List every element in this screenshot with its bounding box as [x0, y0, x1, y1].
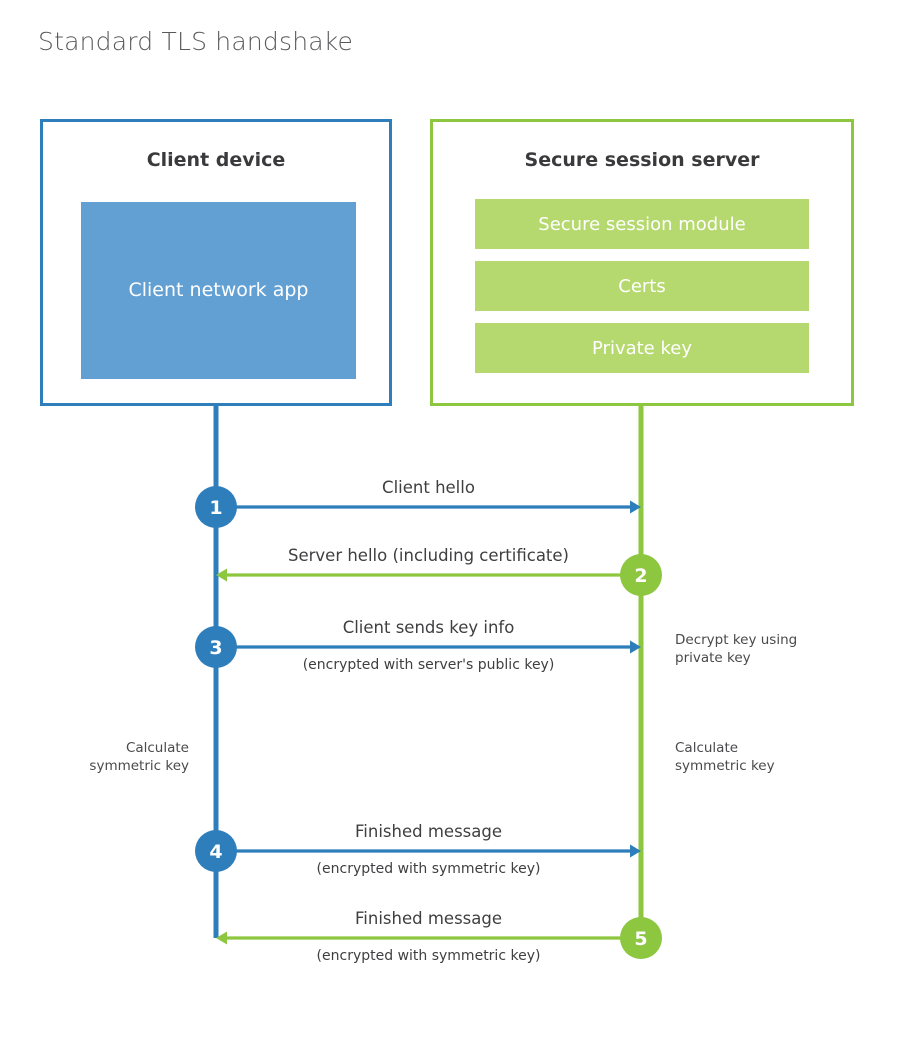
step-node-number: 4 [209, 841, 222, 863]
client-device-title: Client device [146, 149, 286, 171]
step-node-circle [620, 554, 662, 596]
step-node-circle [195, 830, 237, 872]
client-device-box: Client device Client network app [40, 119, 392, 406]
side-note: Calculate symmetric key [89, 740, 189, 774]
secure-session-server-title: Secure session server [524, 149, 760, 171]
step-node-number: 2 [634, 565, 647, 587]
side-note: Calculate symmetric key [675, 740, 775, 774]
server-module-item: Certs [475, 261, 809, 311]
step-node-circle [195, 486, 237, 528]
step-node-circle [195, 626, 237, 668]
message-label: Client hello [382, 478, 475, 497]
message-label: Finished message [355, 822, 502, 841]
step-nodes: 1 2 3 4 5 [195, 486, 662, 959]
secure-session-server-box: Secure session server Secure session mod… [430, 119, 854, 406]
message-arrow-head [630, 844, 641, 858]
message-sublabel: (encrypted with server's public key) [302, 657, 555, 673]
server-module-item: Private key [475, 323, 809, 373]
page-title: Standard TLS handshake [38, 27, 354, 56]
message-arrow-head [216, 931, 227, 945]
message-label: Server hello (including certificate) [288, 546, 569, 565]
message-sublabel: (encrypted with symmetric key) [316, 861, 541, 877]
message-label: Client sends key info [342, 618, 515, 637]
client-network-app: Client network app [81, 202, 356, 379]
message-arrow-head [630, 640, 641, 654]
server-module-list: Secure session module Certs Private key [475, 199, 809, 373]
server-module-item: Secure session module [475, 199, 809, 249]
step-node-number: 5 [634, 928, 647, 950]
message-arrows [216, 500, 641, 945]
message-sublabel: (encrypted with symmetric key) [316, 948, 541, 964]
step-node-circle [620, 917, 662, 959]
message-arrow-head [630, 500, 641, 514]
step-node-number: 3 [209, 637, 222, 659]
step-node-number: 1 [209, 497, 222, 519]
side-note: Decrypt key using private key [675, 632, 798, 666]
message-label: Finished message [355, 909, 502, 928]
message-arrow-head [216, 568, 227, 582]
